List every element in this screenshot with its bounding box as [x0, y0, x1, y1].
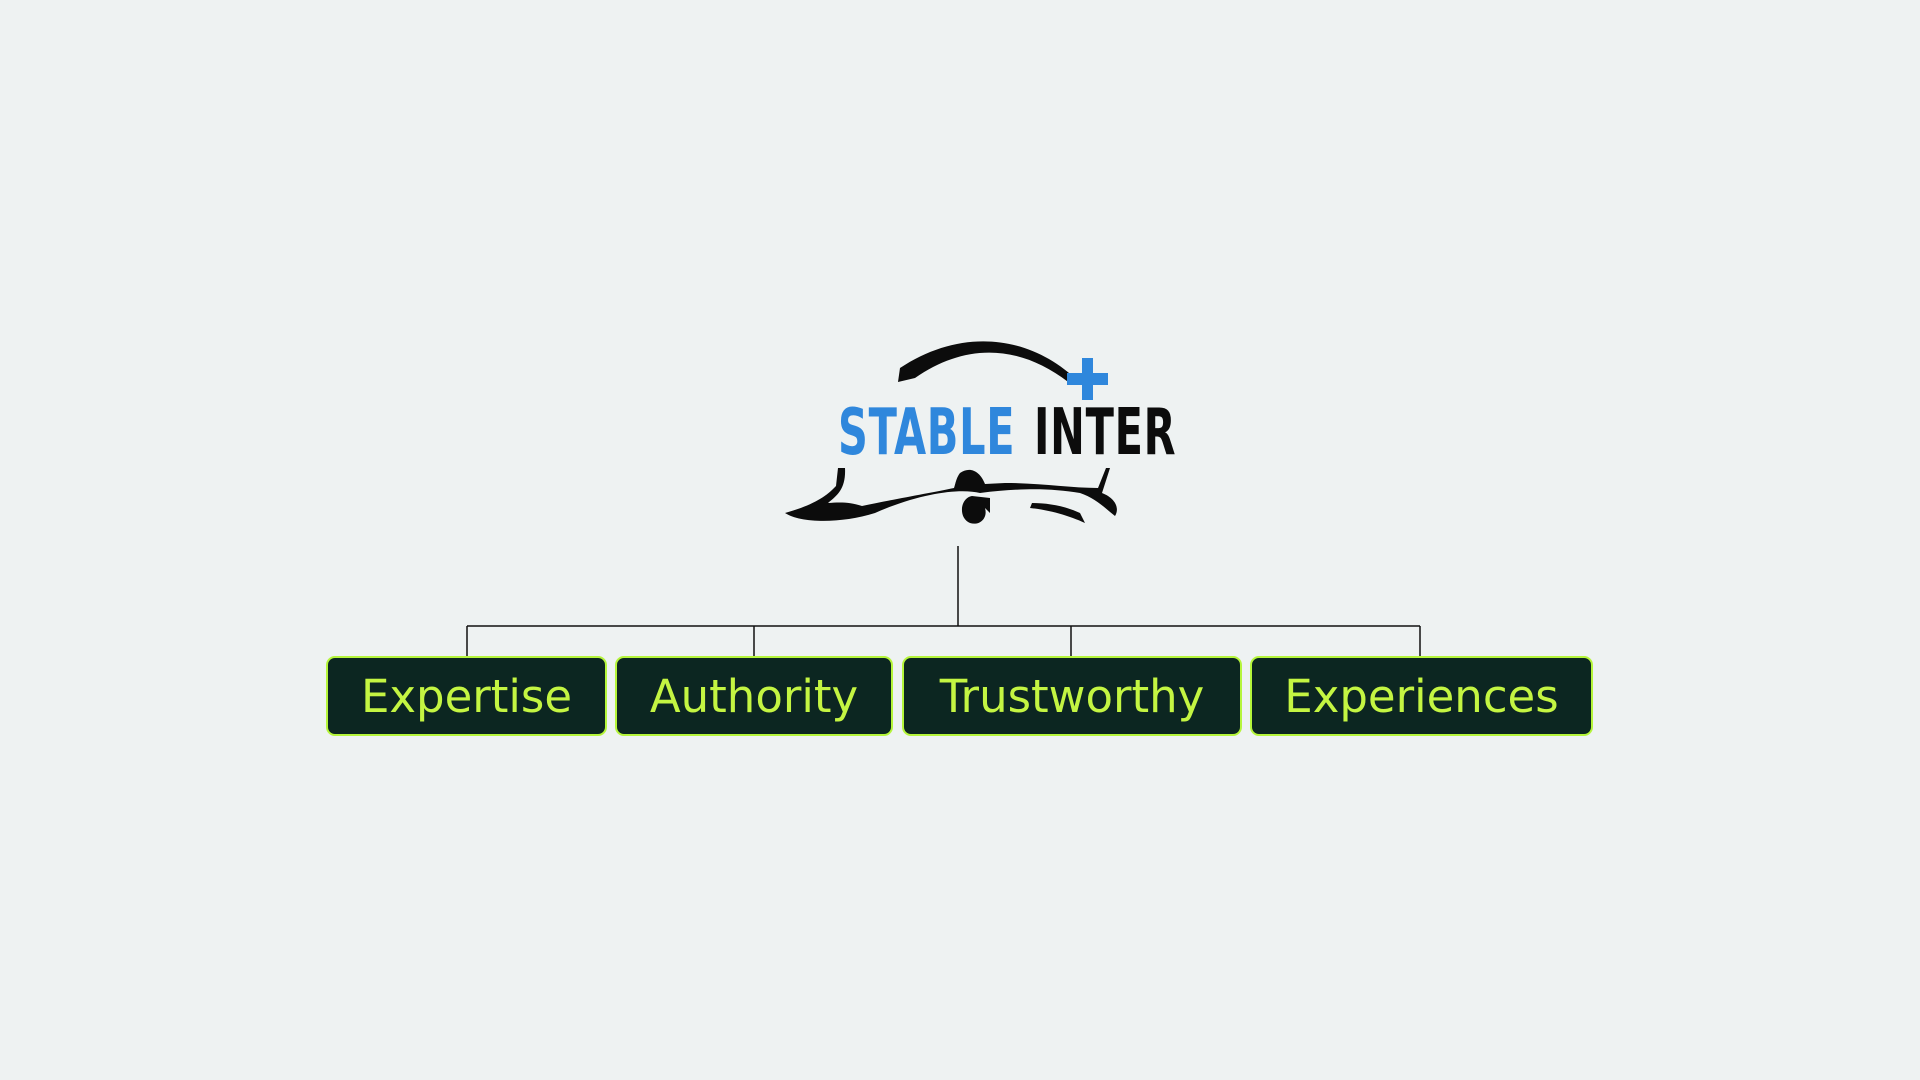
node-expertise: Expertise	[326, 656, 607, 736]
node-authority: Authority	[615, 656, 893, 736]
node-experiences: Experiences	[1250, 656, 1593, 736]
logo-word-inter: INTER	[1034, 396, 1177, 470]
logo-word-stable: STABLE	[838, 396, 1016, 470]
node-trustworthy: Trustworthy	[902, 656, 1242, 736]
hard-hat-icon	[785, 341, 1117, 524]
